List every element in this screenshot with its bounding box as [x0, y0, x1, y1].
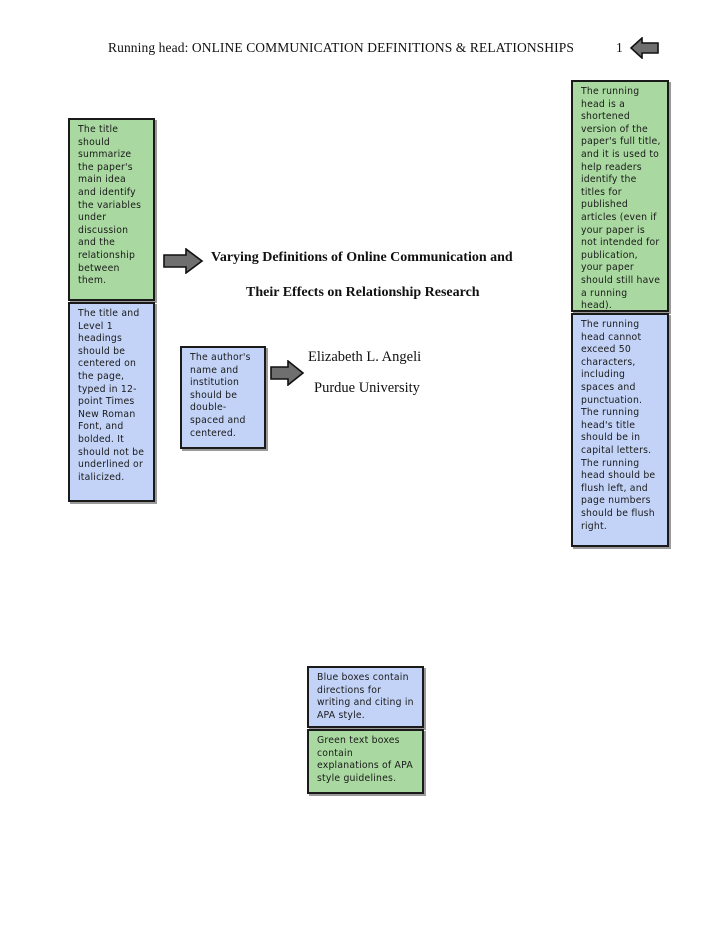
paper-title-line-1: Varying Definitions of Online Communicat…: [211, 250, 513, 265]
legend-blue-text: Blue boxes contain directions for writin…: [317, 672, 414, 721]
note-title-format: The title and Level 1 headings should be…: [68, 302, 155, 502]
note-running-head-definition-text: The running head is a shortened version …: [581, 86, 661, 312]
paper-title-line-2: Their Effects on Relationship Research: [246, 285, 480, 300]
author-name: Elizabeth L. Angeli: [308, 349, 422, 365]
arrow-right-icon: [163, 248, 204, 274]
legend-blue-box: Blue boxes contain directions for writin…: [307, 666, 424, 728]
note-author-format-text: The author's name and institution should…: [190, 352, 251, 439]
arrow-left-icon: [630, 37, 659, 59]
note-title-summary-text: The title should summarize the paper's m…: [78, 124, 142, 287]
institution-name: Purdue University: [314, 380, 420, 396]
page-number: 1: [616, 40, 623, 55]
legend-green-box: Green text boxes contain explanations of…: [307, 729, 424, 794]
note-title-summary: The title should summarize the paper's m…: [68, 118, 155, 301]
arrow-right-icon: [270, 360, 305, 386]
legend-green-text: Green text boxes contain explanations of…: [317, 735, 413, 784]
note-running-head-rules-text: The running head cannot exceed 50 charac…: [581, 319, 656, 532]
note-author-format: The author's name and institution should…: [180, 346, 266, 449]
note-title-format-text: The title and Level 1 headings should be…: [78, 308, 145, 483]
note-running-head-definition: The running head is a shortened version …: [571, 80, 669, 312]
note-running-head-rules: The running head cannot exceed 50 charac…: [571, 313, 669, 547]
running-head: Running head: ONLINE COMMUNICATION DEFIN…: [108, 40, 574, 55]
